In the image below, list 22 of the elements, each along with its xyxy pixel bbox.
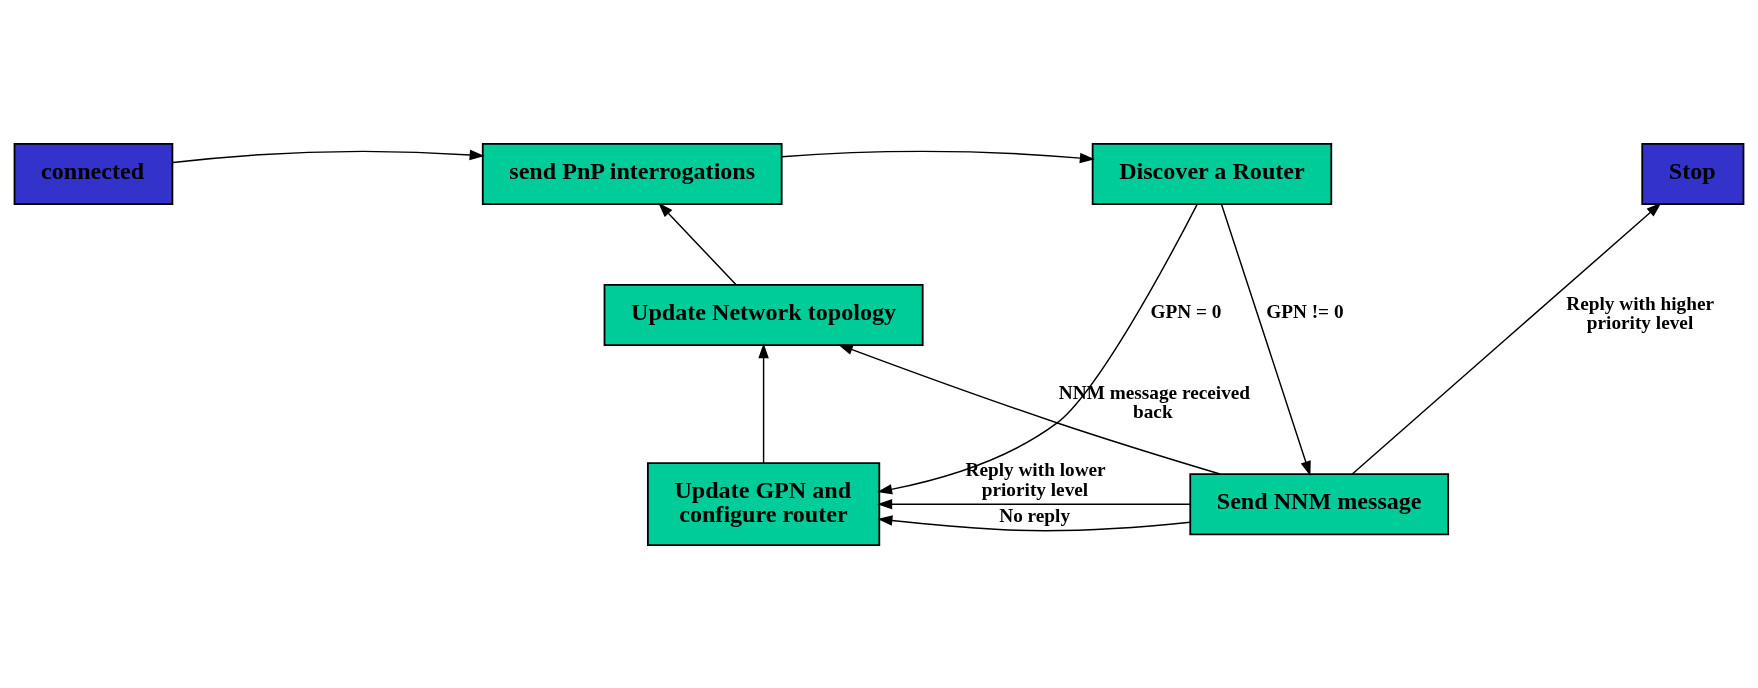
arrow [877, 514, 1191, 531]
node-box: Stop [1641, 142, 1745, 205]
edge-label: Reply with higher priority level [1566, 292, 1715, 333]
arrow [837, 343, 1221, 475]
edge-label: GPN != 0 [1266, 300, 1344, 322]
node-box: Send NNM message [1189, 472, 1450, 535]
arrow [780, 150, 1095, 163]
edge-label: GPN = 0 [1150, 300, 1222, 322]
arrow [1220, 203, 1311, 476]
arrow [172, 149, 485, 163]
node-box: Update GPN and configure router [647, 461, 881, 546]
node-box: Discover a Router [1091, 142, 1333, 205]
arrow [1351, 202, 1662, 475]
edge-label: Reply with lower priority level [965, 458, 1106, 500]
arrow [758, 342, 769, 464]
edge-label: No reply [999, 504, 1071, 526]
node-box: Update Network topology [603, 283, 924, 346]
arrow [658, 202, 737, 285]
arrow [877, 498, 1191, 509]
arrow [877, 203, 1198, 494]
node-box: connected [13, 142, 174, 205]
node-box: send PnP interrogations [481, 142, 783, 205]
